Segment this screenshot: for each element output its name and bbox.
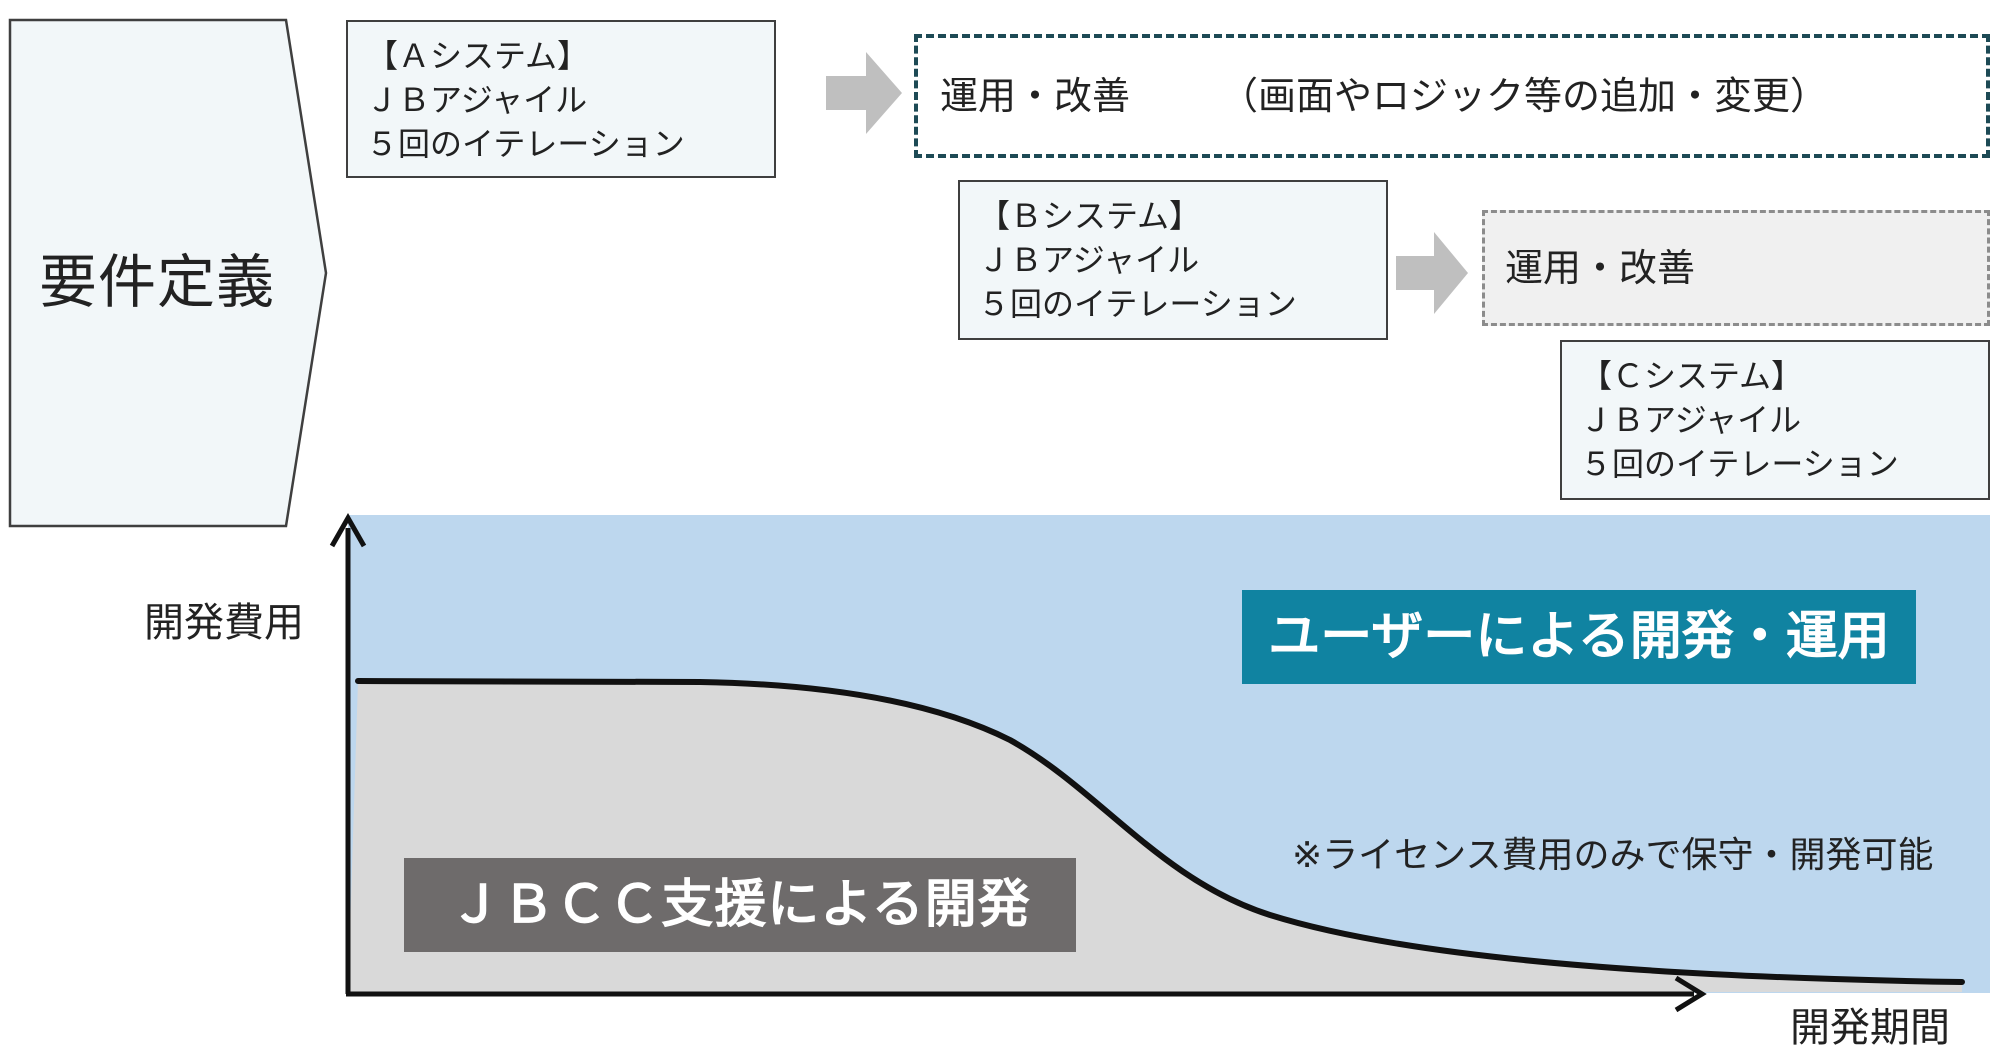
requirements-arrow-shape (8, 18, 328, 528)
arrow-b-icon (1396, 232, 1468, 314)
system-c-title: 【Ｃシステム】 (1580, 357, 1804, 395)
x-axis-arrowhead (1674, 975, 1707, 1013)
system-c-iterations: ５回のイテレーション (1580, 445, 1899, 483)
jbcc-support-badge: ＪＢＣＣ支援による開発 (404, 858, 1076, 952)
system-a-method: ＪＢアジャイル (366, 81, 588, 119)
cost-curve (355, 678, 1965, 985)
system-a-iterations: ５回のイテレーション (366, 125, 685, 163)
operations-b-box: 運用・改善 (1482, 210, 1990, 326)
system-c-method: ＪＢアジャイル (1580, 401, 1802, 439)
system-a-title: 【Ａシステム】 (366, 37, 590, 75)
requirements-label: 要件定義 (38, 248, 275, 316)
y-axis-arrowhead (329, 512, 367, 548)
user-development-badge: ユーザーによる開発・運用 (1242, 590, 1916, 684)
y-axis-label: 開発費用 (144, 600, 304, 646)
system-a-box: 【Ａシステム】 ＪＢアジャイル ５回のイテレーション (346, 20, 776, 178)
system-b-box: 【Ｂシステム】 ＪＢアジャイル ５回のイテレーション (958, 180, 1388, 340)
x-axis-label: 開発期間 (1790, 1005, 1950, 1051)
system-c-box: 【Ｃシステム】 ＪＢアジャイル ５回のイテレーション (1560, 340, 1990, 500)
system-b-title: 【Ｂシステム】 (978, 197, 1202, 235)
system-b-method: ＪＢアジャイル (978, 241, 1200, 279)
system-b-iterations: ５回のイテレーション (978, 285, 1297, 323)
license-note: ※ライセンス費用のみで保守・開発可能 (1292, 835, 1934, 876)
operations-b-label: 運用・改善 (1505, 246, 1696, 290)
operations-a-note: （画面やロジック等の追加・変更） (1220, 74, 1829, 118)
operations-a-box: 運用・改善 （画面やロジック等の追加・変更） (914, 34, 1990, 158)
arrow-a-icon (826, 52, 902, 134)
operations-a-label: 運用・改善 (940, 74, 1131, 118)
